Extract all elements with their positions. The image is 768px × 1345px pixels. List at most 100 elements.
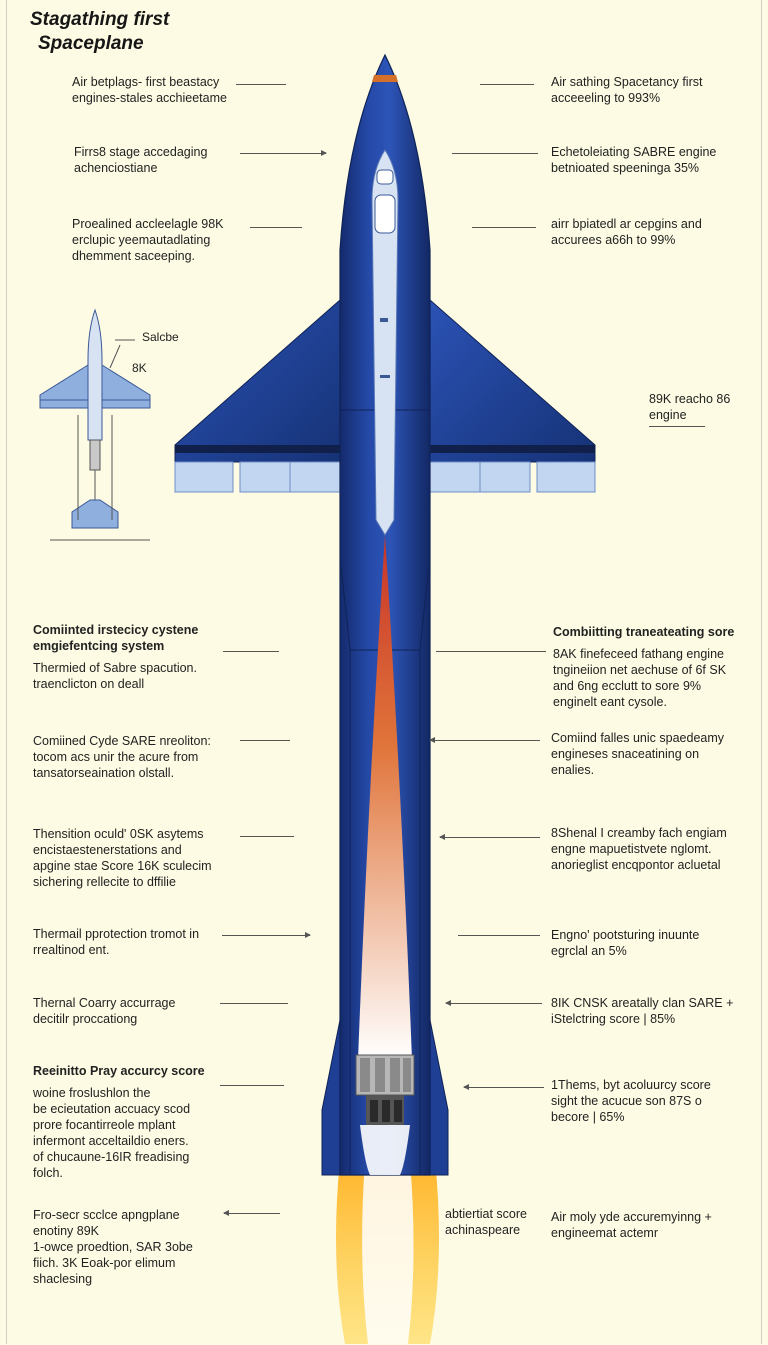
leader-line xyxy=(439,834,540,840)
leader-line xyxy=(463,1084,544,1090)
nose-band xyxy=(372,75,398,82)
annotation-line: prore focantirreole mplant xyxy=(33,1118,176,1132)
annotation-line: achenciostiane xyxy=(74,161,158,175)
annotation-line: becore | 65% xyxy=(551,1110,625,1124)
annotation-left-10: Fro-secr scclce apngplane enotiny 89K 1-ow… xyxy=(33,1207,193,1287)
annotation-left-5: Comiined Cyde SARE nreoliton:tocom acs u… xyxy=(33,733,211,781)
annotation-line: Firrs8 stage accedaging xyxy=(74,145,208,159)
annotation-right-11: Air moly yde accuremyinng + engineemat ac… xyxy=(551,1209,712,1241)
annotation-line: 8AK finefeceed fathang engine xyxy=(553,647,724,661)
annotation-line: of chucaune-16IR freadising xyxy=(33,1150,190,1164)
spaceplane-mini-icon xyxy=(39,308,151,541)
annotation-line: Air moly yde accuremyinng + xyxy=(551,1210,712,1224)
annotation-line: sichering rellecite to dffilie xyxy=(33,875,176,889)
leader-line xyxy=(458,935,540,936)
left-border xyxy=(6,0,7,1344)
leader-line xyxy=(240,740,290,741)
annotation-line: 8Shenal I creamby fach engiam xyxy=(551,826,727,840)
annotation-line: enalies. xyxy=(551,763,595,777)
annotation-line: engine xyxy=(649,408,687,422)
annotation-line: abtiertiat score xyxy=(445,1207,527,1221)
leader-line xyxy=(236,84,286,85)
annotation-line: be ecieutation accuacy scod xyxy=(33,1102,191,1116)
annotation-line: sight the acucue son 87S o xyxy=(551,1094,702,1108)
leader-line xyxy=(445,1000,542,1006)
annotation-right-3: airr bpiatedl ar cepgins and accurees a66… xyxy=(551,216,702,248)
annotation-line: engineemat actemr xyxy=(551,1226,659,1240)
annotation-right-7: 8Shenal I creamby fach engiam engne mapue… xyxy=(551,825,727,873)
annotation-line: Thermail pprotection tromot in xyxy=(33,927,200,941)
annotation-right-10: 1Thems, byt acoluurcy score sight the acu… xyxy=(551,1077,711,1125)
annotation-left-7: Thermail pprotection tromot in rrealtinod… xyxy=(33,926,199,958)
annotation-line: 1Thems, byt acoluurcy score xyxy=(551,1078,711,1092)
annotation-line: Thensition oculd' 0SK asytems xyxy=(33,827,204,841)
leader-line xyxy=(250,227,302,228)
annotation-line: egrclal an 5% xyxy=(551,944,627,958)
title-line-2: Spaceplane xyxy=(38,33,144,54)
leader-line xyxy=(240,836,294,837)
annotation-line: acceeeling to 993% xyxy=(551,91,661,105)
annotation-line: shaclesing xyxy=(33,1272,93,1286)
annotation-line: apgine stae Score 16K sculecim xyxy=(33,859,212,873)
annotation-line: Fro-secr scclce apngplane xyxy=(33,1208,180,1222)
leader-line xyxy=(223,651,279,652)
leader-line xyxy=(472,227,536,228)
annotation-line: woine froslushlon the xyxy=(33,1086,151,1100)
annotation-line: enotiny 89K xyxy=(33,1224,100,1238)
mini-label-bottom: 8K xyxy=(132,361,147,375)
leader-line xyxy=(480,84,534,85)
annotation-line: 1-owce proedtion, SAR 3obe xyxy=(33,1240,193,1254)
engine-nozzles xyxy=(355,1054,415,1125)
annotation-line: erclupic yeemautadlating xyxy=(72,233,211,247)
annotation-line: Air sathing Spacetancy first xyxy=(551,75,703,89)
leader-line xyxy=(220,1085,284,1086)
annotation-line: fiich. 3K Eoak-por elimum xyxy=(33,1256,176,1270)
annotation-line: 89K reacho 86 xyxy=(649,392,731,406)
annotation-line: Comiind falles unic spaedeamy xyxy=(551,731,725,745)
annotation-line: dhemment saceeping. xyxy=(72,249,195,263)
annotation-bottom-center: abtiertiat score achinaspeare xyxy=(445,1206,527,1238)
annotation-line: betnioated speeninga 35% xyxy=(551,161,700,175)
annotation-line: engineses snaceatining on xyxy=(551,747,700,761)
annotation-right-6: Comiind falles unic spaedeamy engineses s… xyxy=(551,730,724,778)
leader-line xyxy=(240,150,327,156)
leader-line xyxy=(452,153,538,154)
annotation-line: decitilr proccationg xyxy=(33,1012,138,1026)
annotation-heading: Comiinted irstecicy cystene xyxy=(33,623,199,637)
annotation-left-2: Firrs8 stage accedaging achenciostiane xyxy=(74,144,207,176)
leader-line xyxy=(649,426,705,427)
annotation-line: Engno' pootsturing inuunte xyxy=(551,928,700,942)
annotation-line: infermont acceltaildio eners. xyxy=(33,1134,189,1148)
right-border xyxy=(761,0,762,1344)
annotation-line: Thernal Coarry accurrage xyxy=(33,996,176,1010)
annotation-line: rrealtinod ent. xyxy=(33,943,110,957)
annotation-line: Thermied of Sabre spacution. xyxy=(33,661,197,675)
title-line-1: Stagathing first xyxy=(30,9,170,30)
left-wing-flaps xyxy=(174,461,341,493)
leader-line xyxy=(429,737,540,743)
annotation-line: Air betplags- first beastacy xyxy=(72,75,220,89)
page-title: Stagathing first Spaceplane xyxy=(30,8,169,56)
annotation-line: airr bpiatedl ar cepgins and xyxy=(551,217,702,231)
leader-line xyxy=(436,651,546,652)
mini-label-top: Salcbe xyxy=(142,330,179,344)
annotation-line: folch. xyxy=(33,1166,63,1180)
annotation-line: and 6ng ecclutt to sore 9% xyxy=(553,679,702,693)
annotation-line: engne mapuetistvete nglomt. xyxy=(551,842,712,856)
annotation-heading: Reeinitto Pray accurcy score xyxy=(33,1064,205,1078)
annotation-line: tocom acs unir the acure from xyxy=(33,750,199,764)
annotation-right-1: Air sathing Spacetancy first acceeeling t… xyxy=(551,74,702,106)
leader-line xyxy=(223,1210,280,1216)
annotation-line: anorieglist encqpontor acluetal xyxy=(551,858,721,872)
annotation-left-9: Reeinitto Pray accurcy score woine froslu… xyxy=(33,1063,205,1181)
right-wing-flaps xyxy=(429,461,596,493)
annotation-left-8: Thernal Coarry accurrage decitilr proccat… xyxy=(33,995,175,1027)
annotation-line: accurees a66h to 99% xyxy=(551,233,676,247)
annotation-line: iStelctring score | 85% xyxy=(551,1012,676,1026)
annotation-line: 8IK CNSK areatally clan SARE + xyxy=(551,996,734,1010)
